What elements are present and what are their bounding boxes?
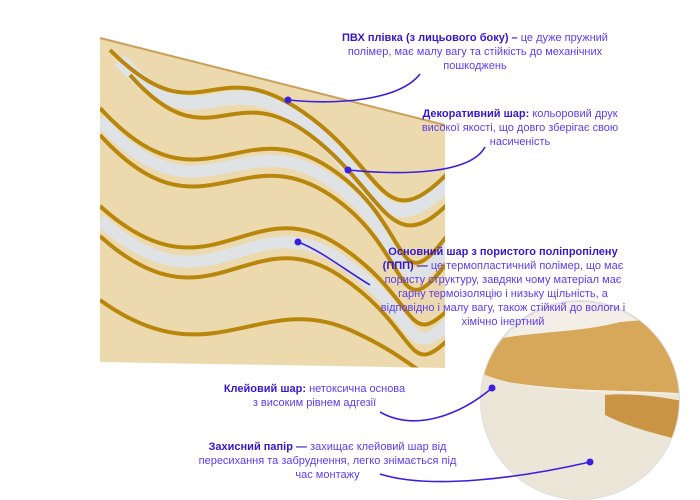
callout-title: Декоративний шар: <box>422 108 530 120</box>
callout-text: це термопластичний полімер, що має порис… <box>380 260 626 328</box>
callout-text: це дуже пружний полімер, має малу вагу т… <box>347 32 608 72</box>
callout-decorative-layer: Декоративний шар: кольоровий друк високо… <box>420 107 620 149</box>
callout-dots <box>284 96 594 466</box>
callout-text: нетоксична основа з високим рівнем адгез… <box>252 383 406 409</box>
callout-pvc-film: ПВХ плівка (з лицьового боку) – це дуже … <box>330 31 620 73</box>
callout-lines <box>287 73 591 483</box>
callout-text: кольоровий друк високої якості, що довго… <box>421 108 619 148</box>
callout-adhesive-layer: Клейовий шар: нетоксична основа з високи… <box>222 382 407 410</box>
layers-closeup <box>480 300 680 500</box>
callout-title: Основний шар з пористого поліпропілену (… <box>382 246 618 272</box>
callout-title: Клейовий шар: <box>223 383 307 395</box>
callout-base-layer: Основний шар з пористого поліпропілену (… <box>372 245 634 329</box>
wall-panel <box>99 37 446 368</box>
callout-text: захищає клейовий шар від пересихання та … <box>198 441 457 481</box>
callout-title: Захисний папір — <box>208 441 307 453</box>
callout-protective-paper: Захисний папір — захищає клейовий шар ві… <box>195 440 460 482</box>
callout-title: ПВХ плівка (з лицьового боку) – <box>342 32 518 44</box>
